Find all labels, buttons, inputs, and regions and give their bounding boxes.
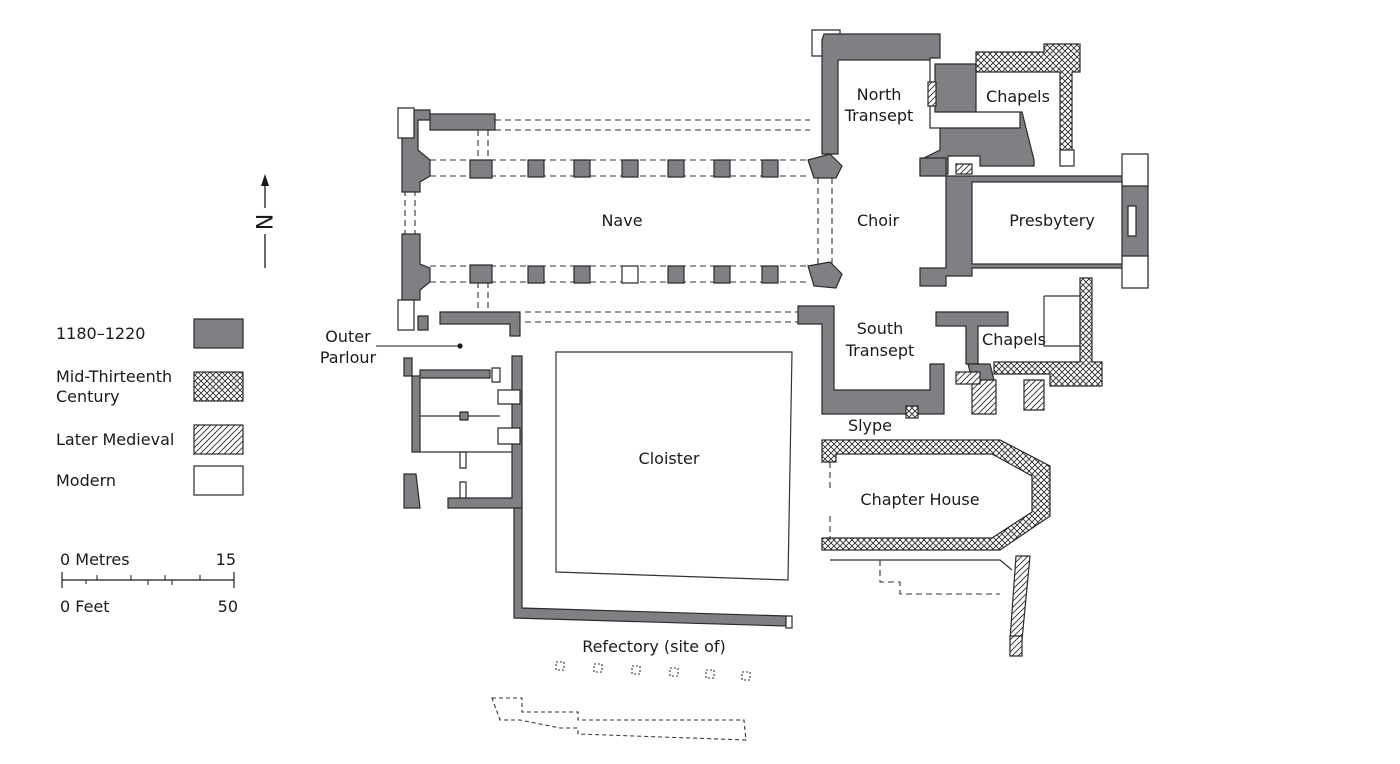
scale-bar: 0 Metres 15 0 Feet 50 <box>60 550 238 616</box>
nave <box>397 107 843 337</box>
legend-swatch-crosshatch <box>193 371 244 402</box>
label-chapels-north: Chapels <box>986 87 1050 106</box>
label-north-transept-line1: North <box>857 85 902 104</box>
legend-label-mid-thirteenth-line2: Century <box>56 387 120 406</box>
label-slype: Slype <box>848 416 892 435</box>
north-arrow: N <box>250 174 276 268</box>
refectory-site <box>491 661 751 741</box>
label-choir: Choir <box>857 211 900 230</box>
legend-swatch-diagonal <box>193 424 244 455</box>
legend-swatch-white <box>193 465 244 496</box>
chapter-house <box>821 439 1051 657</box>
label-nave: Nave <box>601 211 642 230</box>
scale-feet-max: 50 <box>218 597 238 616</box>
legend-swatch-solid <box>193 318 244 349</box>
label-north-transept-line2: Transept <box>844 106 914 125</box>
west-range <box>376 343 523 509</box>
label-presbytery: Presbytery <box>1009 211 1095 230</box>
label-refectory: Refectory (site of) <box>582 637 726 656</box>
scale-metres-label: 0 Metres <box>60 550 130 569</box>
legend-label-mid-thirteenth-line1: Mid-Thirteenth <box>56 367 172 386</box>
legend-label-modern: Modern <box>56 471 116 490</box>
legend-label-1180-1220: 1180–1220 <box>56 324 145 343</box>
north-transept <box>811 29 1081 175</box>
north-letter: N <box>250 214 275 230</box>
cloister <box>513 351 793 629</box>
legend-label-later-medieval: Later Medieval <box>56 430 174 449</box>
arrow-head-icon <box>261 174 269 186</box>
legend: 1180–1220 Mid-Thirteenth Century Later M… <box>56 318 244 496</box>
label-chapter-house: Chapter House <box>860 490 979 509</box>
label-south-transept-line1: South <box>857 319 904 338</box>
label-outer-parlour-line2: Parlour <box>320 348 377 367</box>
label-south-transept-line2: Transept <box>845 341 915 360</box>
presbytery <box>919 153 1149 289</box>
label-cloister: Cloister <box>639 449 700 468</box>
scale-feet-label: 0 Feet <box>60 597 110 616</box>
scale-metres-max: 15 <box>216 550 236 569</box>
south-transept <box>797 277 1103 419</box>
label-chapels-south: Chapels <box>982 330 1046 349</box>
label-outer-parlour-line1: Outer <box>325 327 371 346</box>
